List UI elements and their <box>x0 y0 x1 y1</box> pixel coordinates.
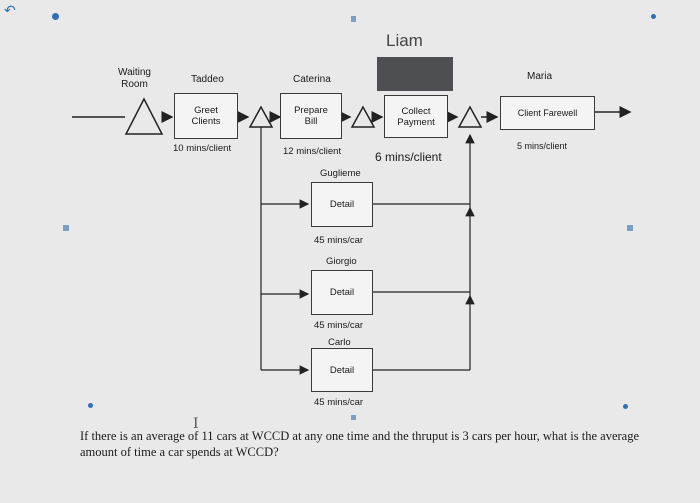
client-farewell-box: Client Farewell <box>500 96 595 130</box>
detail-3-label: Detail <box>329 364 355 376</box>
decor-dot <box>88 403 93 408</box>
person-maria: Maria <box>527 71 553 82</box>
question-text: If there is an average of 11 cars at WCC… <box>80 429 640 459</box>
detail-1-label: Detail <box>329 199 355 210</box>
greet-clients-label: Greet Clients <box>191 105 221 127</box>
waiting-room-queue-triangle <box>124 97 164 135</box>
detail-1-time: 45 mins/car <box>314 235 364 246</box>
back-arrow-icon[interactable]: ↶ <box>4 2 16 18</box>
detail-2-label: Detail <box>329 287 355 298</box>
queue-triangle-3 <box>457 105 483 128</box>
decor-dot <box>52 13 59 20</box>
decor-dot <box>623 404 628 409</box>
collect-time: 6 mins/client <box>375 150 442 164</box>
waiting-room-label: Waiting Room <box>118 67 151 90</box>
detail-3-time: 45 mins/car <box>314 397 364 408</box>
detail-box-3: Detail <box>311 348 373 392</box>
prepare-bill-label: Prepare Bill <box>294 105 328 127</box>
queue-triangle-1 <box>248 105 274 128</box>
detail-box-1: Detail <box>311 182 373 227</box>
decor-square <box>63 225 69 231</box>
person-taddeo: Taddeo <box>191 74 224 85</box>
liam-photo-placeholder <box>377 57 453 91</box>
decor-dot <box>651 14 656 19</box>
person-giorgio: Giorgio <box>326 256 357 267</box>
prepare-time: 12 mins/client <box>283 146 342 157</box>
greet-clients-box: Greet Clients <box>174 93 238 139</box>
decor-square <box>351 16 356 22</box>
person-liam: Liam <box>386 31 423 50</box>
prepare-bill-box: Prepare Bill <box>280 93 342 139</box>
person-caterina: Caterina <box>293 74 331 85</box>
decor-square <box>627 225 633 231</box>
queue-triangle-2 <box>350 105 376 128</box>
text-cursor-icon: I <box>193 416 199 432</box>
collect-payment-box: Collect Payment <box>384 95 448 138</box>
greet-time: 10 mins/client <box>173 143 232 154</box>
detail-2-time: 45 mins/car <box>314 320 364 331</box>
person-carlo: Carlo <box>328 337 351 348</box>
person-guglielmo: Guglieme <box>320 168 361 179</box>
collect-payment-label: Collect Payment <box>397 105 435 128</box>
detail-box-2: Detail <box>311 270 373 315</box>
decor-square <box>351 415 356 420</box>
farewell-time: 5 mins/client <box>517 141 568 151</box>
client-farewell-label: Client Farewell <box>517 107 578 118</box>
